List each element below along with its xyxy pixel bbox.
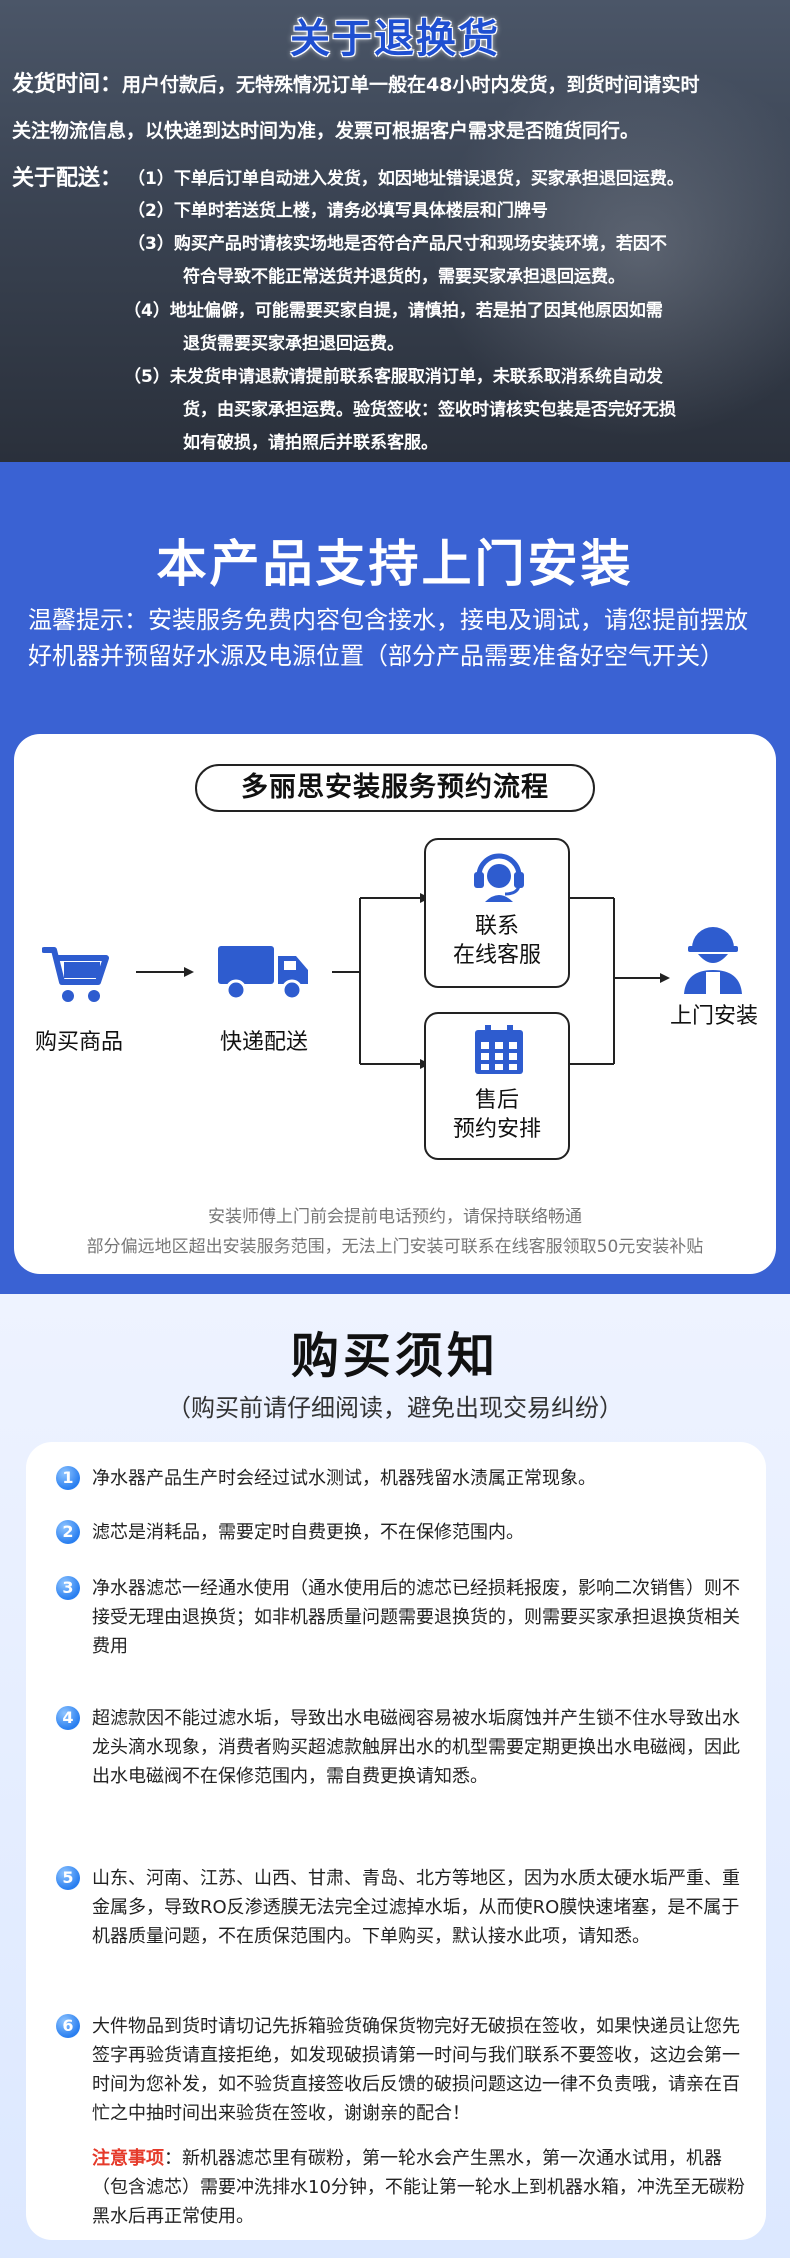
shopping-cart-icon [42, 947, 109, 1002]
number-badge-icon: 6 [56, 2014, 80, 2038]
notice-subtitle: （购买前请仔细阅读，避免出现交易纠纷） [167, 1394, 623, 1422]
step-contact-box: 联系 在线客服 [424, 838, 570, 988]
calendar-icon [475, 1025, 523, 1074]
shipping-label: 发货时间： [12, 72, 123, 97]
delivery-item-5-cont2: 如有破损，请拍照后并联系客服。 [183, 433, 438, 453]
delivery-item-4: （4）地址偏僻，可能需要买家自提，请慎拍，若是拍了因其他原因如需 [124, 301, 663, 321]
number-badge-icon: 4 [56, 1706, 80, 1730]
delivery-truck-icon [218, 946, 308, 1001]
flow-card: 多丽思安装服务预约流程 [14, 734, 776, 1274]
number-badge-icon: 1 [56, 1466, 80, 1490]
returns-section: 关于退换货 发货时间：用户付款后，无特殊情况订单一般在48小时内发货，到货时间请… [0, 0, 790, 462]
notice-section: 购买须知 （购买前请仔细阅读，避免出现交易纠纷） 1 净水器产品生产时会经过试水… [0, 1294, 790, 2258]
notice-item-text: 超滤款因不能过滤水垢，导致出水电磁阀容易被水垢腐蚀并产生锁不住水导致出水龙头滴水… [92, 1708, 740, 1787]
delivery-item-2: （2）下单时若送货上楼，请务必填写具体楼层和门牌号 [128, 201, 548, 221]
returns-title: 关于退换货 [290, 16, 500, 62]
step-ship-label: 快递配送 [219, 1030, 308, 1055]
notice-warning-text: 注意事项：新机器滤芯里有碳粉，第一轮水会产生黑水，第一次通水试用，机器（包含滤芯… [92, 2144, 752, 2231]
step-contact-label-1: 联系 [474, 914, 519, 939]
flow-connectors [136, 893, 670, 1069]
step-aftersale-label-1: 售后 [474, 1088, 519, 1113]
notice-item-text: 净水器产品生产时会经过试水测试，机器残留水渍属正常现象。 [92, 1468, 596, 1489]
step-buy-label: 购买商品 [34, 1030, 123, 1055]
number-badge-icon: 3 [56, 1576, 80, 1600]
delivery-item-5: （5）未发货申请退款请提前联系客服取消订单，未联系取消系统自动发 [124, 367, 663, 387]
arrowhead-visit [660, 973, 670, 983]
flow-title: 多丽思安装服务预约流程 [195, 764, 595, 812]
step-visit-label: 上门安装 [669, 1004, 758, 1029]
install-note-1: 安装师傅上门前会提前电话预约，请保持联络畅通 [208, 1207, 582, 1227]
install-tip: 温馨提示：安装服务免费内容包含接水，接电及调试，请您提前摆放好机器并预留好水源及… [28, 606, 748, 670]
shipping-line-1: 发货时间：用户付款后，无特殊情况订单一般在48小时内发货，到货时间请实时 [12, 66, 699, 98]
notice-item-text: 大件物品到货时请切记先拆箱验货确保货物完好无破损在签收，如果快递员让您先签字再验… [92, 2016, 740, 2124]
customer-service-icon [474, 853, 524, 902]
install-note-2: 部分偏远地区超出安装服务范围，无法上门安装可联系在线客服领取50元安装补贴 [86, 1237, 704, 1257]
notice-panel: 1 净水器产品生产时会经过试水测试，机器残留水渍属正常现象。 2 滤芯是消耗品，… [26, 1442, 766, 2240]
delivery-label: 关于配送： [12, 166, 123, 191]
notice-item-text: 净水器滤芯一经通水使用（通水使用后的滤芯已经损耗报废，影响二次销售）则不接受无理… [92, 1578, 740, 1657]
installer-worker-icon [684, 927, 742, 994]
arrowhead-ship [184, 967, 194, 977]
shipping-line-2: 关注物流信息，以快递到达时间为准，发票可根据客户需求是否随货同行。 [12, 120, 640, 142]
install-title: 本产品支持上门安装 [156, 535, 634, 593]
warning-body: ：新机器滤芯里有碳粉，第一轮水会产生黑水，第一次通水试用，机器（包含滤芯）需要冲… [92, 2148, 745, 2227]
step-aftersale-box: 售后 预约安排 [424, 1012, 570, 1160]
number-badge-icon: 5 [56, 1866, 80, 1890]
delivery-item-3: （3）购买产品时请核实场地是否符合产品尺寸和现场安装环境，若因不 [128, 234, 667, 254]
number-badge-icon: 2 [56, 1520, 80, 1544]
delivery-item-1: （1）下单后订单自动进入发货，如因地址错误退货，买家承担退回运费。 [128, 169, 684, 189]
notice-item-text: 山东、河南、江苏、山西、甘肃、青岛、北方等地区，因为水质太硬水垢严重、重金属多，… [92, 1868, 740, 1947]
step-aftersale-label-2: 预约安排 [452, 1117, 541, 1142]
step-contact-label-2: 在线客服 [452, 943, 541, 968]
install-section: 本产品支持上门安装 温馨提示：安装服务免费内容包含接水，接电及调试，请您提前摆放… [0, 462, 790, 1294]
notice-item-text: 滤芯是消耗品，需要定时自费更换，不在保修范围内。 [92, 1522, 524, 1543]
notice-title: 购买须知 [290, 1328, 499, 1384]
delivery-label-row: 关于配送： [12, 160, 122, 192]
shipping-text-1: 用户付款后，无特殊情况订单一般在48小时内发货，到货时间请实时 [122, 74, 700, 96]
warning-label: 注意事项 [92, 2148, 164, 2169]
delivery-item-5-cont: 货，由买家承担运费。验货签收：签收时请核实包装是否完好无损 [183, 400, 676, 420]
delivery-item-3-cont: 符合导致不能正常送货并退货的，需要买家承担退回运费。 [183, 267, 625, 287]
delivery-item-4-cont: 退货需要买家承担退回运费。 [183, 334, 404, 354]
